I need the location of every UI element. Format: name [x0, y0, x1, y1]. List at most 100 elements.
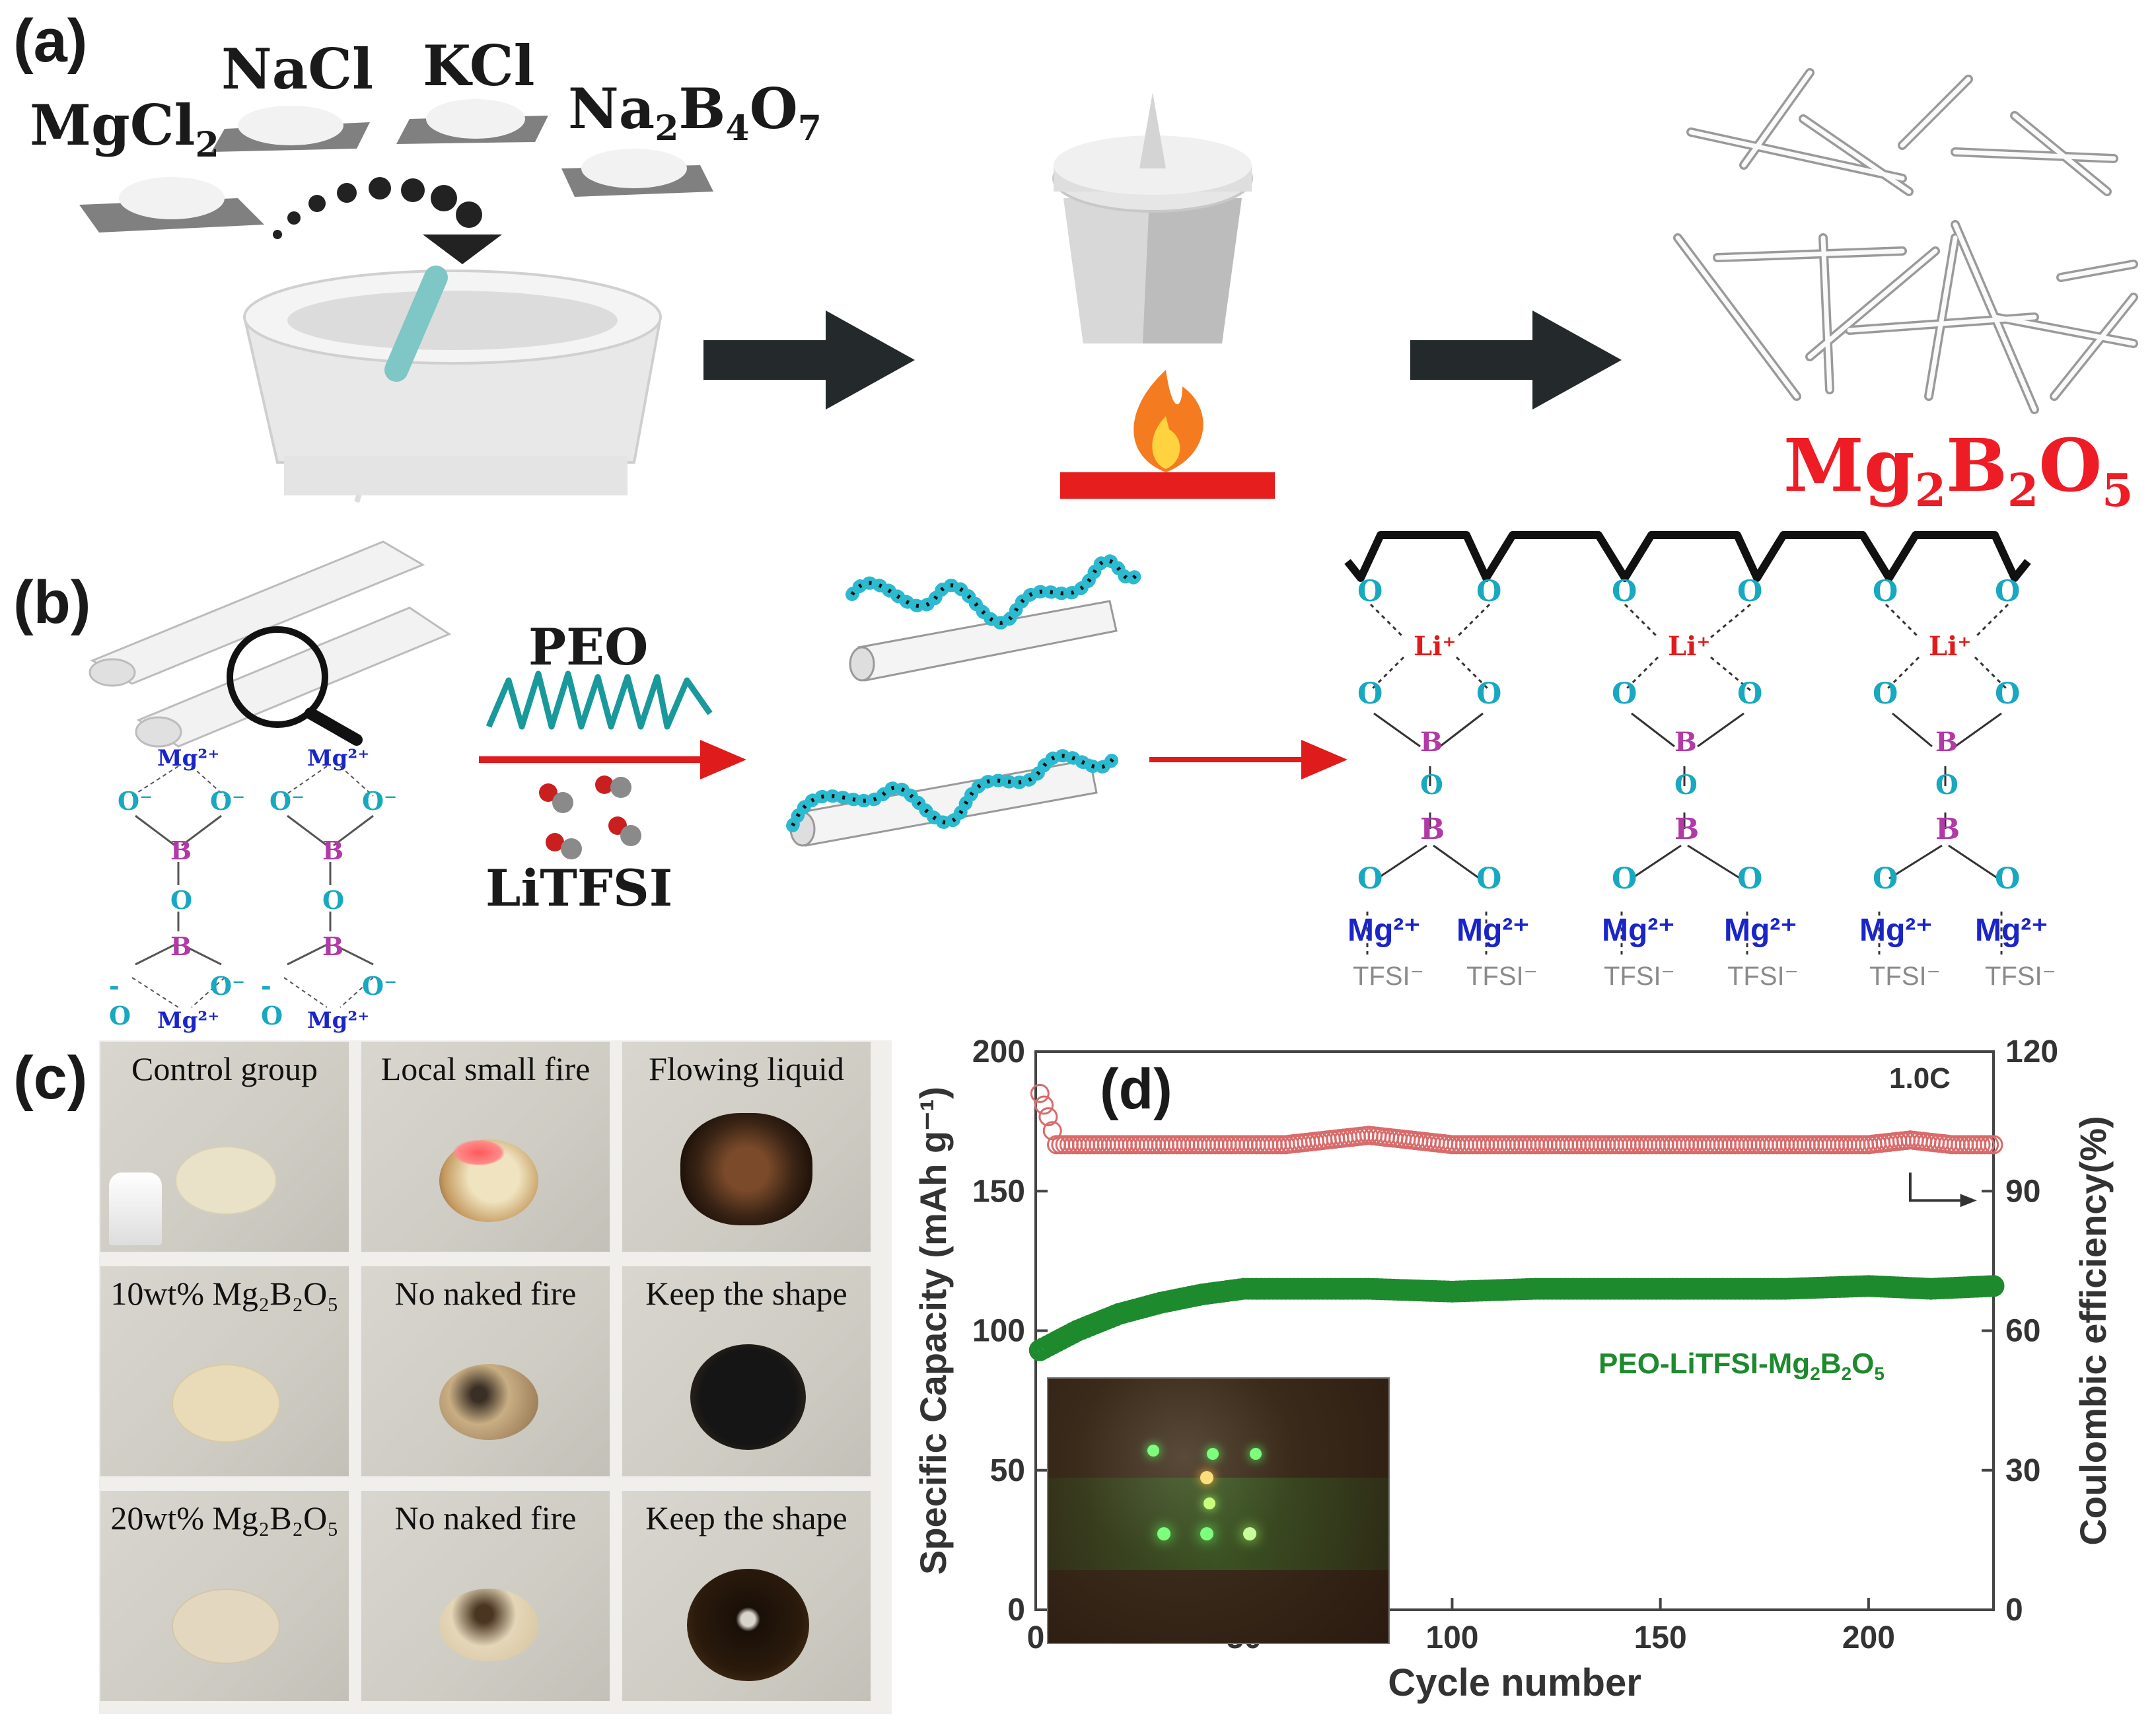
panel-label-d: (d)	[1100, 1058, 1172, 1121]
process-arrow-2	[1410, 310, 1622, 410]
oxygen-label: O	[1995, 575, 2021, 608]
reaction-arrow-1	[479, 740, 746, 779]
efficiency-point	[1042, 1121, 1062, 1141]
axis-pointer-arrow	[1908, 1172, 1960, 1202]
weigh-paper-borax	[561, 149, 713, 197]
oxygen-label: O	[322, 885, 345, 915]
tfsi-label: TFSI⁻	[1869, 962, 1941, 991]
mg-ion-label: Mg²⁺	[1724, 913, 1797, 948]
capacity-point	[1982, 1275, 2005, 1297]
o-minus-label: O⁻	[362, 971, 398, 1001]
oxygen-label: O	[1873, 677, 1898, 711]
oxygen-label: O	[1674, 770, 1698, 801]
o-minus-label: O⁻	[362, 786, 398, 816]
tfsi-label: TFSI⁻	[1353, 962, 1424, 991]
oxygen-label: O	[1612, 575, 1637, 608]
mg-ion-label: Mg²⁺	[157, 1007, 220, 1034]
photo-keep-shape-2: Keep the shape	[621, 1490, 872, 1702]
y2-tick-label: 60	[2005, 1314, 2040, 1349]
photo-caption: Control group	[131, 1050, 318, 1087]
reagent-kcl: KCl	[423, 33, 535, 98]
photo-caption: Flowing liquid	[649, 1050, 844, 1087]
litfsi-label: LiTFSI	[485, 859, 673, 918]
mg-ion-label: Mg²⁺	[1975, 913, 2048, 948]
photo-control-group: Control group	[99, 1040, 350, 1253]
panel-label-c: (c)	[13, 1044, 88, 1112]
reagent-borax: Na2B4O7	[568, 76, 822, 149]
photo-no-naked-fire-2: No naked fire	[360, 1490, 611, 1702]
photo-grid: Control group Local small fire Flowing l…	[99, 1040, 892, 1714]
boron-label: B	[1935, 727, 1958, 758]
x-tick-label: 200	[1842, 1620, 1895, 1655]
oxygen-label: O	[1476, 677, 1502, 711]
reaction-arrow-2	[1149, 740, 1348, 779]
magnifier-icon	[227, 626, 363, 746]
boron-label: B	[322, 931, 344, 961]
photo-caption: 10wt% Mg₂B₂O₅	[110, 1275, 339, 1312]
li-ion-label: Li⁺	[1414, 631, 1456, 662]
boron-label: B	[170, 931, 192, 961]
y-tick-label: 50	[990, 1453, 1025, 1488]
o-minus-label: O⁻	[270, 786, 305, 816]
boron-label: B	[170, 836, 192, 865]
photo-caption: Local small fire	[380, 1050, 591, 1087]
oxygen-label: O	[170, 885, 193, 915]
y-tick-label: 100	[972, 1314, 1025, 1349]
series-label: PEO-LiTFSI-Mg2B2O5	[1599, 1348, 1885, 1384]
oxygen-label: O	[1420, 770, 1443, 801]
o-minus-label: O⁻	[118, 786, 153, 816]
litfsi-molecules-icon	[539, 775, 641, 859]
x-tick-label: 150	[1634, 1620, 1687, 1655]
led-inset-photo	[1047, 1377, 1390, 1644]
oxygen-label: O	[1476, 575, 1502, 608]
photo-caption: No naked fire	[394, 1275, 577, 1312]
boron-label: B	[322, 836, 344, 865]
oxygen-label: O	[1873, 862, 1898, 896]
oxygen-label: O	[1612, 862, 1637, 896]
x-tick-label: 100	[1425, 1620, 1478, 1655]
weigh-paper-mgcl2	[79, 177, 264, 233]
mg-ion-label: Mg²⁺	[307, 1007, 370, 1034]
boron-label: B	[1420, 727, 1443, 758]
mg-ion-label: Mg²⁺	[1348, 913, 1421, 948]
pestle-icon	[384, 266, 448, 382]
panel-b-illustration	[89, 531, 2031, 1008]
oxygen-label: O	[1612, 677, 1637, 711]
peo-label: PEO	[528, 618, 649, 676]
panel-label-a: (a)	[13, 7, 88, 75]
oxygen-label: O	[1995, 677, 2021, 711]
peo-chain-icon	[485, 670, 713, 730]
mg-ion-label: Mg²⁺	[307, 745, 370, 772]
chart-marks	[1028, 1083, 2005, 1361]
y2-tick-label: 30	[2005, 1453, 2040, 1488]
y2-axis-label: Coulombic efficiency(%)	[2072, 1116, 2114, 1545]
photo-keep-shape-1: Keep the shape	[621, 1265, 872, 1478]
peo-coated-rod-top	[845, 554, 1143, 682]
weigh-paper-kcl	[396, 99, 548, 144]
li-ion-label: Li⁺	[1668, 631, 1711, 662]
li-ion-label: Li⁺	[1929, 631, 1972, 662]
pour-arrow	[273, 177, 502, 264]
o-minus-label: O⁻	[210, 971, 246, 1001]
photo-10wt: 10wt% Mg₂B₂O₅	[99, 1265, 350, 1478]
panel-a-illustration	[79, 68, 2138, 503]
boron-label: B	[1674, 812, 1700, 846]
rods-icon	[89, 540, 452, 748]
oxygen-label: O	[1737, 862, 1763, 896]
y-tick-label: 150	[972, 1174, 1025, 1209]
peo-coated-rod-bottom	[786, 746, 1123, 847]
x-tick-label: 0	[1027, 1620, 1045, 1655]
cycling-chart: 0501001502000501001502000306090120Cycle …	[912, 1034, 2114, 1704]
hot-plate	[1060, 472, 1275, 499]
mg-ion-label: Mg²⁺	[1456, 913, 1530, 948]
photo-20wt: 20wt% Mg₂B₂O₅	[99, 1490, 350, 1702]
mg-ion-label: Mg²⁺	[1602, 913, 1675, 948]
oxygen-label: O	[1357, 677, 1383, 711]
boron-label: B	[1674, 727, 1697, 758]
oxygen-label: O	[1476, 862, 1502, 896]
reagent-mgcl2: MgCl2	[30, 92, 219, 165]
coordination-bonds	[1366, 603, 2009, 955]
weigh-paper-nacl	[211, 106, 370, 152]
oxygen-label: O	[1737, 575, 1763, 608]
crucible-icon	[1052, 92, 1253, 343]
